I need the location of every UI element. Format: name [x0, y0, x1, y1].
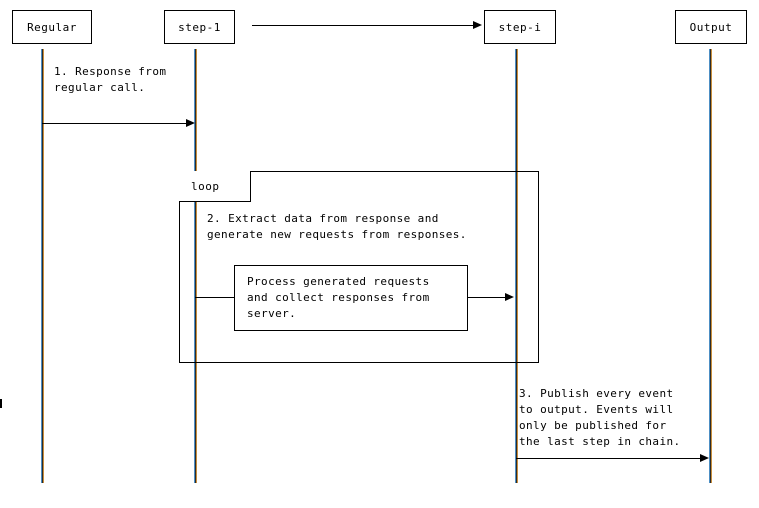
message-arrow-line-1: [42, 123, 187, 124]
participant-box-step-i[interactable]: step-i: [484, 10, 556, 44]
lifeline-step-i-edge-right: [517, 49, 518, 483]
lifeline-regular-edge-left: [41, 49, 42, 483]
participant-box-regular[interactable]: Regular: [12, 10, 92, 44]
message-arrow-head-2: [505, 293, 514, 301]
lifeline-output-core: [710, 49, 711, 483]
message-label-1: 1. Response from regular call.: [54, 65, 167, 94]
lifeline-output-edge-right: [711, 49, 712, 483]
participant-box-output[interactable]: Output: [675, 10, 747, 44]
participant-label-step-1: step-1: [178, 20, 221, 34]
canvas-edge-artifact: [0, 399, 2, 408]
lifeline-step-i-core: [516, 49, 517, 483]
lifeline-step-1-edge-left: [194, 49, 195, 483]
participant-label-step-i: step-i: [498, 20, 542, 34]
message-label-3: 3. Publish every event to output. Events…: [519, 387, 681, 448]
loop-fragment-body-text: 2. Extract data from response and genera…: [207, 212, 467, 241]
participant-label-output: Output: [689, 20, 733, 34]
lifeline-regular-edge-right: [43, 49, 44, 483]
participant-label-regular: Regular: [27, 20, 77, 34]
lifeline-step-i: [515, 49, 518, 483]
loop-fragment-operator-box: loop: [179, 171, 251, 202]
lifeline-output-edge-left: [709, 49, 710, 483]
lifeline-step-1: [194, 49, 197, 483]
message-arrow-head-1: [186, 119, 195, 127]
message-arrow-line-header: [252, 25, 475, 26]
note-box-process-requests: Process generated requests and collect r…: [234, 265, 468, 331]
message-arrow-line-3: [516, 458, 702, 459]
message-arrow-head-header: [473, 21, 482, 29]
loop-fragment-frame: [179, 171, 539, 363]
message-arrow-head-3: [700, 454, 709, 462]
lifeline-step-1-core: [195, 49, 196, 483]
lifeline-step-i-edge-left: [515, 49, 516, 483]
lifeline-output: [709, 49, 712, 483]
lifeline-step-1-edge-right: [196, 49, 197, 483]
participant-box-step-1[interactable]: step-1: [164, 10, 235, 44]
loop-fragment-operator-label: loop: [191, 179, 220, 193]
lifeline-regular: [41, 49, 44, 483]
lifeline-regular-core: [42, 49, 43, 483]
